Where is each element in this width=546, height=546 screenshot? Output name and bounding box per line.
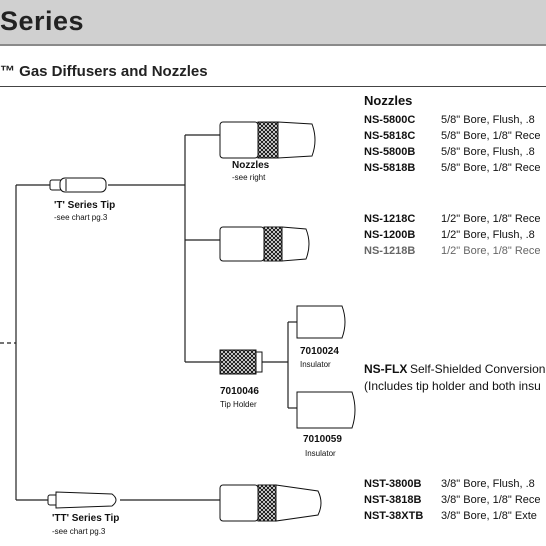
part-code: NST-38XTB <box>364 510 424 522</box>
part-description: 3/8" Bore, 1/8" Rece <box>441 494 541 506</box>
tip-holder-label: Tip Holder <box>220 400 257 409</box>
part-description: 5/8" Bore, Flush, .8 <box>441 146 535 158</box>
part-7010024-label: 7010024 <box>300 346 339 357</box>
part-code: NS-5818C <box>364 130 416 142</box>
tip-holder-drawing <box>219 349 263 375</box>
part-7010059-label: 7010059 <box>303 434 342 445</box>
part-7010046-label: 7010046 <box>220 386 259 397</box>
insulator-2-drawing <box>296 391 356 429</box>
part-code: NS-5800B <box>364 146 416 158</box>
subsection-divider <box>0 86 546 87</box>
flx-note: (Includes tip holder and both insu <box>364 379 541 393</box>
part-code: NS-1200B <box>364 229 416 241</box>
t-series-tip-drawing <box>49 177 107 193</box>
subsection-title: ™ Gas Diffusers and Nozzles <box>0 63 208 80</box>
t-series-tip-label: 'T' Series Tip <box>54 200 116 211</box>
part-description: 1/2" Bore, Flush, .8 <box>441 229 535 241</box>
tt-series-tip-drawing <box>47 491 117 509</box>
flx-description: Self-Shielded Conversion <box>410 362 546 376</box>
part-description: 3/8" Bore, 1/8" Exte <box>441 510 537 522</box>
nozzles-note: -see right <box>232 173 266 182</box>
tt-series-tip-note: -see chart pg.3 <box>52 527 106 536</box>
nozzle-3-8-drawing <box>219 484 322 522</box>
part-code: NST-3800B <box>364 478 422 490</box>
part-description: 1/2" Bore, 1/8" Rece <box>441 245 541 257</box>
part-description: 5/8" Bore, Flush, .8 <box>441 114 535 126</box>
nozzles-heading: Nozzles <box>364 93 413 108</box>
nozzles-label: Nozzles <box>232 160 270 171</box>
tt-series-tip-label: 'TT' Series Tip <box>52 513 120 524</box>
section-header: Series <box>0 0 546 46</box>
part-code: NS-1218C <box>364 213 416 225</box>
nozzle-5-8-drawing <box>219 121 316 159</box>
insulator-2-label: Insulator <box>305 449 336 458</box>
part-description: 1/2" Bore, 1/8" Rece <box>441 213 541 225</box>
part-description: 3/8" Bore, Flush, .8 <box>441 478 535 490</box>
section-title: Series <box>0 6 85 36</box>
part-description: 5/8" Bore, 1/8" Rece <box>441 130 541 142</box>
nozzle-1-2-drawing <box>219 226 310 262</box>
part-code: NS-5800C <box>364 114 416 126</box>
part-code: NS-1218B <box>364 245 416 257</box>
connector-lines <box>0 134 297 501</box>
insulator-1-label: Insulator <box>300 360 331 369</box>
t-series-tip-note: -see chart pg.3 <box>54 213 108 222</box>
part-code: NST-3818B <box>364 494 422 506</box>
part-code: NS-5818B <box>364 162 416 174</box>
part-description: 5/8" Bore, 1/8" Rece <box>441 162 541 174</box>
flx-code: NS-FLX <box>364 362 408 376</box>
insulator-1-drawing <box>296 305 346 339</box>
